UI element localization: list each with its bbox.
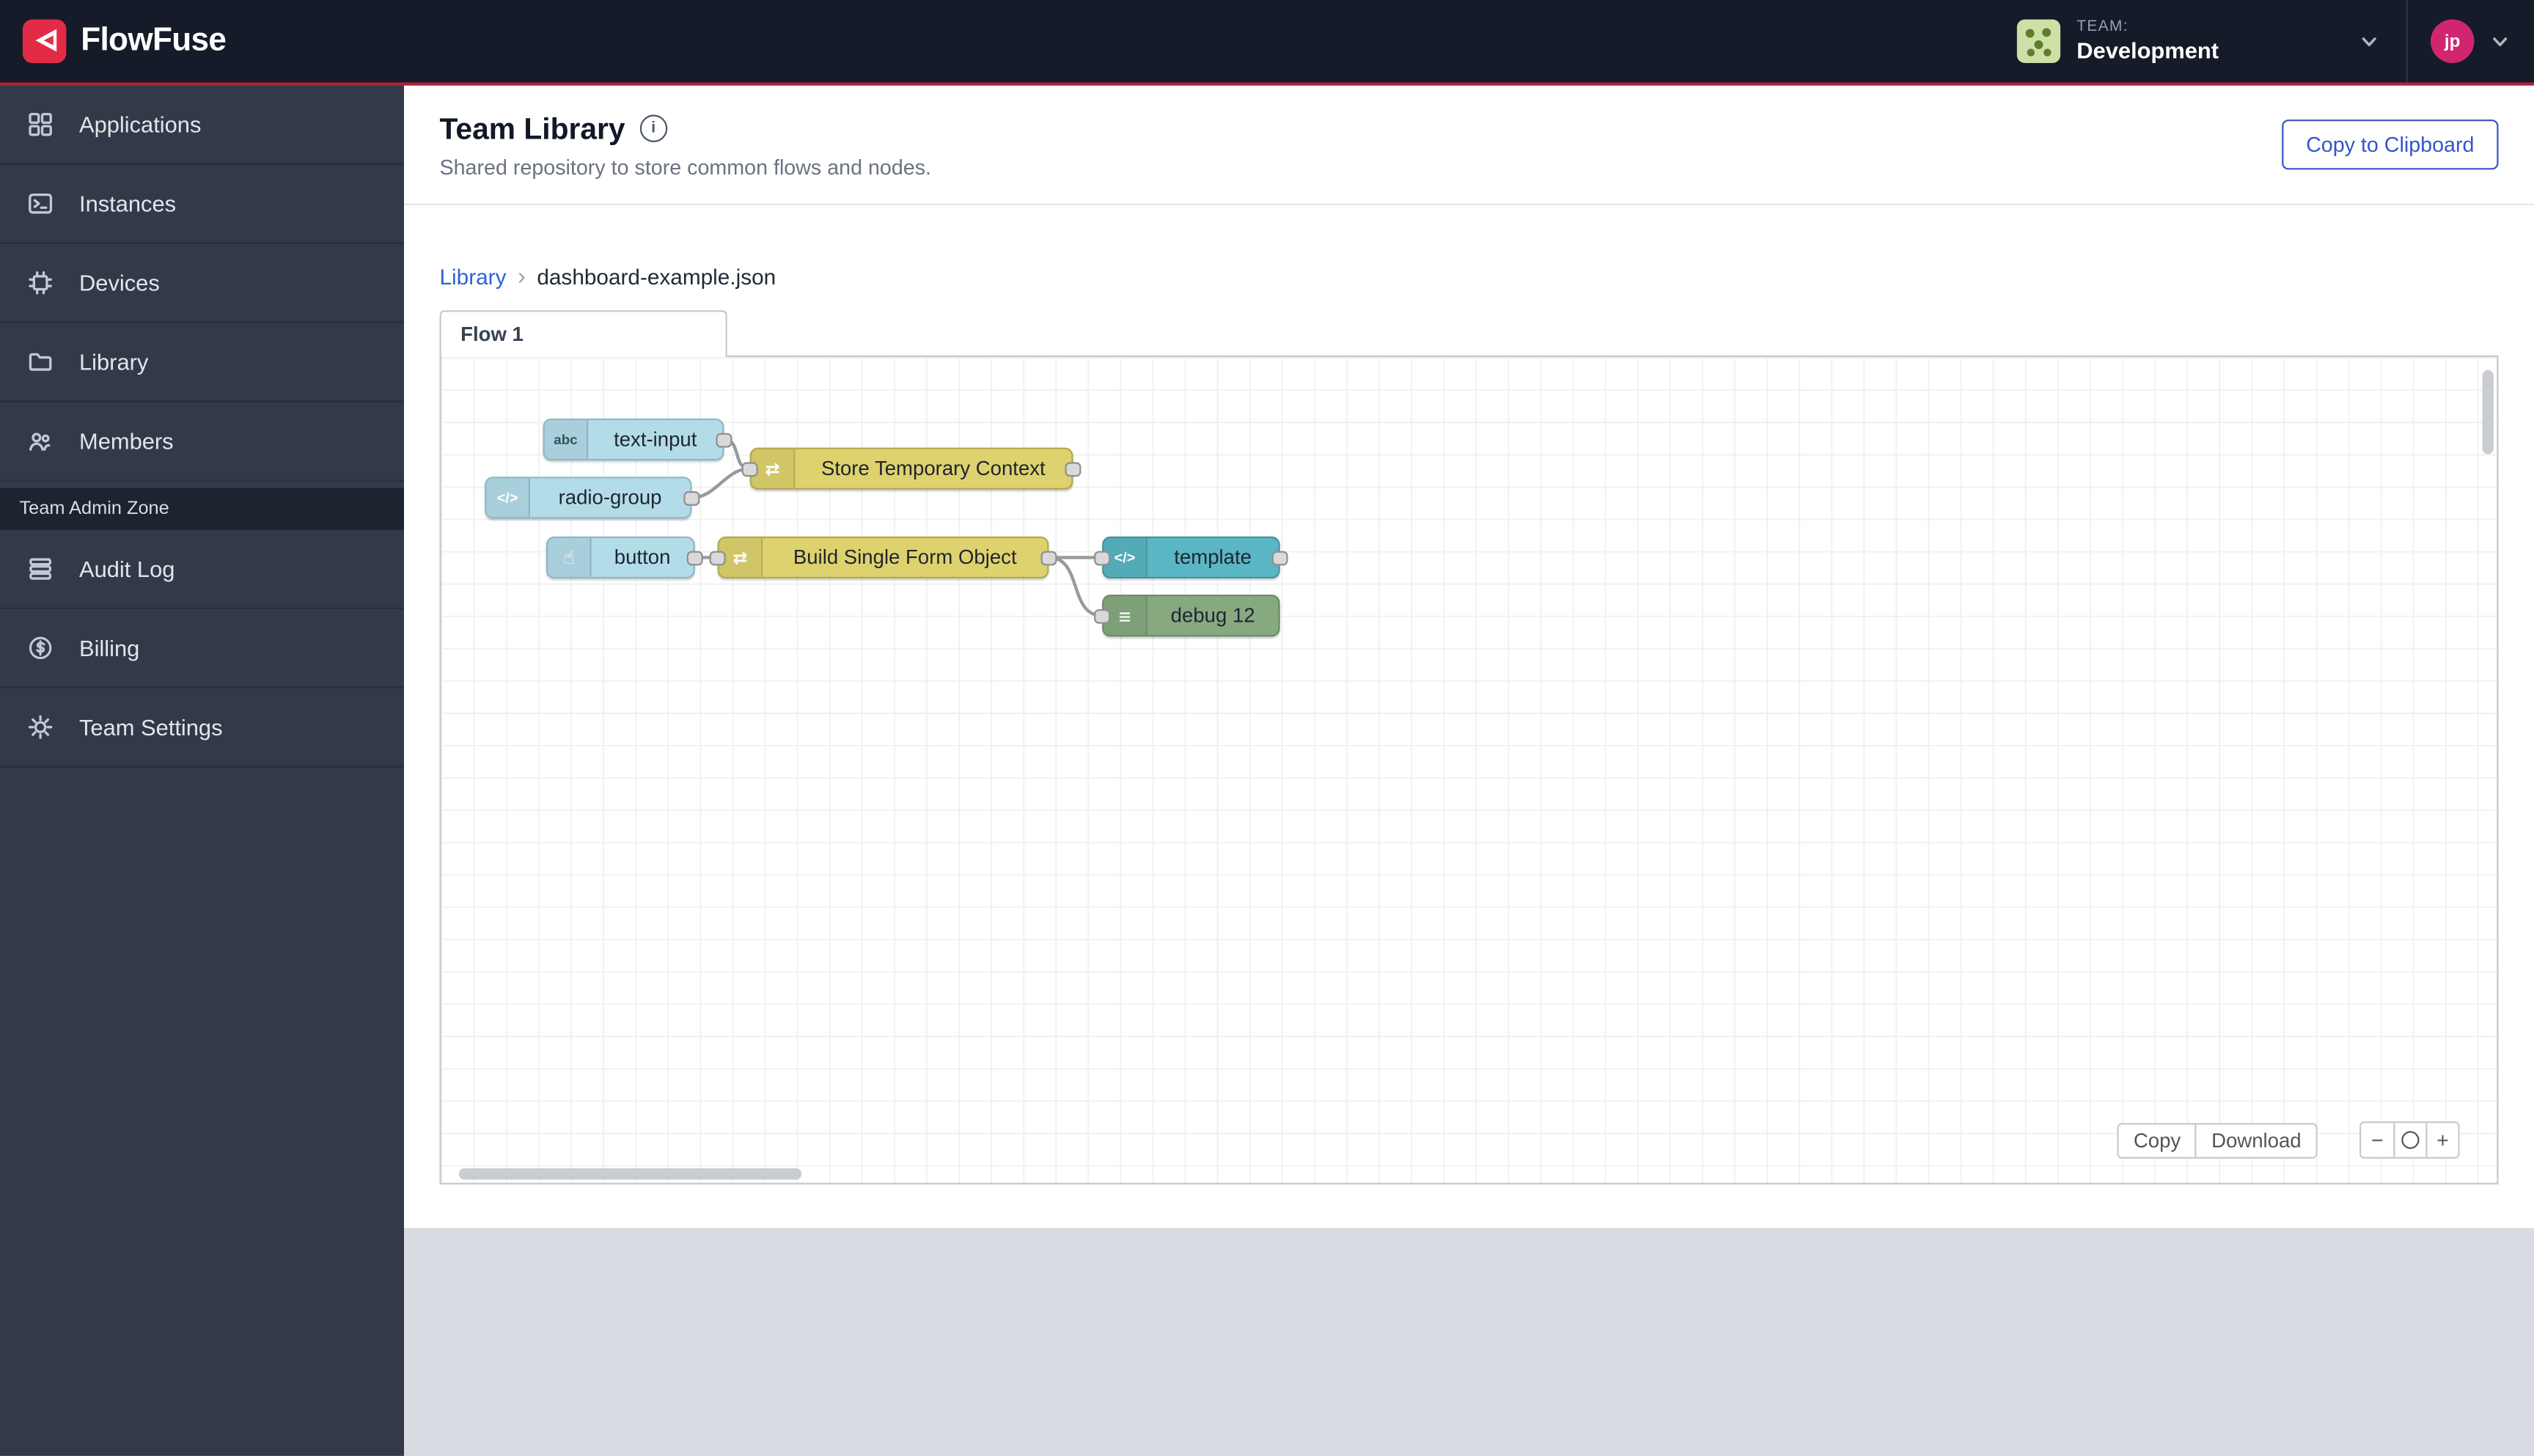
- sidebar-item-label: Audit Log: [78, 556, 175, 582]
- team-text: TEAM: Development: [2076, 18, 2219, 63]
- flow-node-template[interactable]: </> template: [1094, 536, 1288, 579]
- canvas-copy-button[interactable]: Copy: [2119, 1125, 2196, 1158]
- breadcrumb-current: dashboard-example.json: [537, 265, 776, 290]
- zoom-in-button[interactable]: +: [2425, 1122, 2458, 1158]
- flow-node-button[interactable]: ☝ button: [546, 536, 703, 579]
- zoom-controls: − +: [2359, 1121, 2460, 1159]
- breadcrumb-library-link[interactable]: Library: [439, 265, 507, 290]
- output-port: [1040, 551, 1057, 566]
- input-port: [741, 462, 758, 477]
- chevron-down-icon: [2362, 37, 2376, 45]
- top-navbar: FlowFuse TEAM: Development jp: [0, 0, 2534, 86]
- team-admin-zone-label: Team Admin Zone: [0, 488, 405, 530]
- billing-icon: [21, 635, 60, 661]
- audit-log-icon: [21, 556, 60, 581]
- instances-icon: [21, 191, 60, 216]
- sidebar-item-label: Team Settings: [78, 714, 223, 740]
- sidebar-item-label: Billing: [78, 635, 140, 661]
- team-selector[interactable]: TEAM: Development: [1991, 0, 2406, 82]
- output-port: [1271, 551, 1288, 566]
- page-title: Team Library: [439, 110, 625, 145]
- sidebar-item-library[interactable]: Library: [0, 323, 405, 402]
- sidebar-item-label: Instances: [78, 191, 177, 217]
- team-name: Development: [2076, 37, 2219, 63]
- zoom-out-button[interactable]: −: [2361, 1122, 2394, 1158]
- pointer-icon: ☝: [548, 537, 592, 577]
- input-port: [1094, 608, 1111, 624]
- user-avatar: jp: [2430, 19, 2475, 63]
- main-area: Team Library i Shared repository to stor…: [404, 85, 2534, 1456]
- sidebar-item-audit-log[interactable]: Audit Log: [0, 530, 405, 609]
- flow-node-radio-group[interactable]: </> radio-group: [485, 477, 700, 519]
- input-port: [709, 551, 726, 566]
- applications-icon: [21, 111, 60, 137]
- folder-icon: [21, 349, 60, 375]
- output-port: [686, 551, 703, 566]
- zoom-reset-button[interactable]: [2393, 1122, 2426, 1158]
- page-header-text: Team Library i Shared repository to stor…: [440, 111, 932, 179]
- sidebar-item-label: Library: [78, 349, 149, 375]
- user-menu[interactable]: jp: [2408, 0, 2534, 82]
- flow-node-debug-12[interactable]: ≡ debug 12: [1094, 595, 1280, 637]
- debug-list-icon: ≡: [1103, 596, 1147, 636]
- info-icon[interactable]: i: [639, 114, 667, 142]
- flow-viewer: Flow 1 abc text-input: [439, 310, 2499, 1185]
- sidebar-item-instances[interactable]: Instances: [0, 165, 405, 244]
- brand-name: FlowFuse: [81, 22, 227, 59]
- flow-node-store-temporary-context[interactable]: ⇄ Store Temporary Context: [741, 447, 1081, 490]
- change-icon: ⇄: [719, 537, 763, 577]
- horizontal-scrollbar-thumb[interactable]: [458, 1168, 802, 1180]
- content-panel: Team Library i Shared repository to stor…: [404, 85, 2534, 1229]
- output-port: [683, 491, 700, 506]
- page-header: Team Library i Shared repository to stor…: [404, 86, 2534, 205]
- sidebar-item-applications[interactable]: Applications: [0, 86, 405, 165]
- tab-flow-1[interactable]: Flow 1: [439, 310, 727, 358]
- flow-tabbar: Flow 1: [439, 310, 2499, 358]
- sidebar-item-devices[interactable]: Devices: [0, 244, 405, 323]
- flow-canvas[interactable]: abc text-input </> radio-group ⇄ Store T…: [439, 355, 2499, 1185]
- devices-icon: [21, 270, 60, 295]
- change-icon: ⇄: [751, 449, 796, 488]
- chevron-down-icon: [2493, 37, 2508, 45]
- output-port: [716, 433, 732, 448]
- zoom-reset-icon: [2401, 1130, 2420, 1150]
- breadcrumb: Library › dashboard-example.json: [440, 263, 2499, 290]
- flow-node-text-input[interactable]: abc text-input: [543, 418, 732, 461]
- sidebar-item-team-settings[interactable]: Team Settings: [0, 688, 405, 768]
- sidebar: Applications Instances Devices Library M…: [0, 85, 405, 1456]
- navbar-right: TEAM: Development jp: [1991, 0, 2534, 83]
- sidebar-item-label: Members: [78, 428, 174, 455]
- flow-node-build-single-form-object[interactable]: ⇄ Build Single Form Object: [709, 536, 1057, 579]
- sidebar-item-billing[interactable]: Billing: [0, 609, 405, 688]
- brand[interactable]: FlowFuse: [0, 19, 227, 63]
- navbar-divider: [2406, 0, 2409, 83]
- sidebar-item-members[interactable]: Members: [0, 402, 405, 482]
- team-avatar: [2016, 19, 2061, 63]
- vertical-scrollbar-thumb[interactable]: [2482, 369, 2494, 455]
- code-icon: </>: [1103, 537, 1147, 577]
- output-port: [1065, 462, 1081, 477]
- flowfuse-logo-icon: [22, 19, 67, 63]
- code-icon: </>: [486, 478, 530, 518]
- page-subtitle: Shared repository to store common flows …: [439, 154, 932, 179]
- gear-icon: [21, 714, 60, 740]
- sidebar-item-label: Applications: [78, 111, 202, 138]
- canvas-actions: Copy Download: [2117, 1122, 2318, 1159]
- chevron-right-icon: ›: [517, 263, 526, 291]
- team-label: TEAM:: [2076, 18, 2129, 36]
- members-icon: [21, 428, 60, 454]
- abc-icon: abc: [544, 420, 589, 459]
- copy-to-clipboard-button[interactable]: Copy to Clipboard: [2282, 120, 2499, 170]
- sidebar-item-label: Devices: [78, 270, 160, 296]
- canvas-download-button[interactable]: Download: [2195, 1125, 2316, 1158]
- input-port: [1094, 551, 1111, 566]
